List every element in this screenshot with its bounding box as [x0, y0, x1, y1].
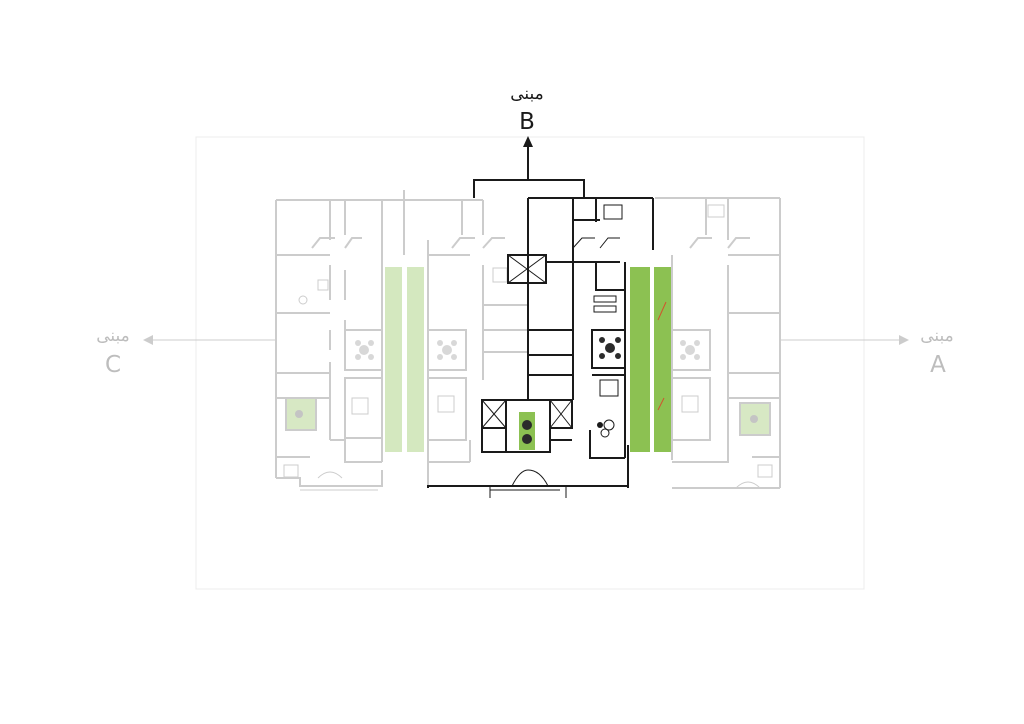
building-b-letter: B	[519, 109, 535, 135]
building-a-name: مبنی	[920, 326, 954, 346]
green-patch-center	[519, 412, 535, 450]
center-building	[427, 146, 654, 498]
arrow-to-building-b	[523, 136, 533, 147]
building-c-name: مبنی	[96, 326, 130, 346]
green-strip-accents	[657, 301, 667, 411]
arrow-to-building-c	[143, 335, 276, 345]
plant-icons	[522, 337, 621, 444]
green-strip-right-1	[630, 267, 650, 452]
green-strip-left-1	[385, 267, 402, 452]
left-wing	[275, 190, 405, 491]
arrow-to-building-a	[780, 335, 909, 345]
site-boundary	[195, 136, 865, 590]
left-middle-unit	[404, 199, 528, 488]
green-strip-left-2	[407, 267, 424, 452]
building-b-name: مبنی	[510, 84, 544, 104]
building-c-letter: C	[104, 352, 122, 378]
green-strip-right-2	[654, 267, 671, 452]
right-wing	[655, 197, 781, 489]
building-a-letter: A	[930, 352, 946, 378]
